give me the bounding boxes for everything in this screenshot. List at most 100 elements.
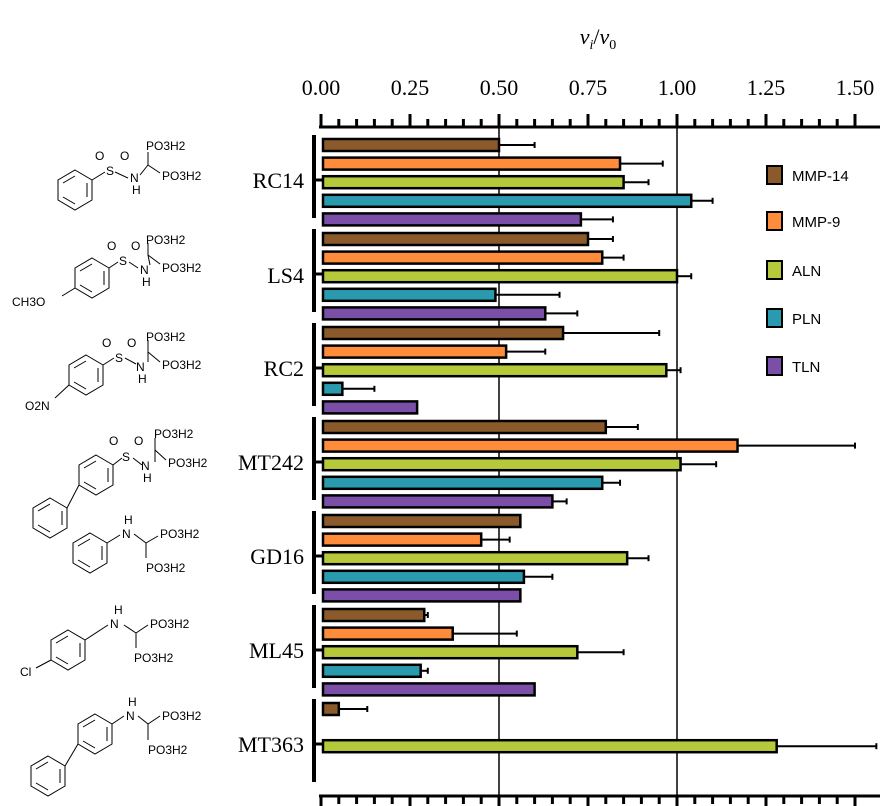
atom-label: CH3O — [12, 295, 45, 309]
category-label-rc14: RC14 — [253, 168, 304, 193]
category-label-rc2: RC2 — [264, 356, 304, 381]
bars — [321, 137, 878, 754]
category-label-ml45: ML45 — [249, 638, 304, 663]
legend-swatch-tln — [766, 356, 783, 376]
chemical-structures: O S O N H PO3H2 PO3H2 O S O N H PO3H2 PO… — [12, 139, 208, 797]
atom-label: O — [127, 336, 136, 350]
bar-tln — [321, 400, 419, 415]
atom-label: H — [138, 372, 147, 386]
x-axis-title-v2: v — [600, 24, 610, 49]
category-label-gd16: GD16 — [250, 544, 304, 569]
bar-mmp-14 — [321, 231, 590, 247]
structure-mt363: H N PO3H2 PO3H2 — [30, 695, 202, 797]
atom-label: PO3H2 — [146, 233, 186, 247]
atom-label: O — [102, 336, 111, 350]
bar-tln — [321, 306, 547, 321]
atom-label: H — [124, 513, 133, 527]
structure-rc14: O S O N H PO3H2 PO3H2 — [57, 139, 202, 211]
bar-pln — [321, 475, 604, 491]
atom-label: H — [128, 695, 137, 709]
atom-label: PO3H2 — [146, 561, 186, 575]
atom-label: PO3H2 — [146, 139, 186, 153]
atom-label: PO3H2 — [162, 169, 202, 183]
bar-mmp-9 — [321, 156, 622, 171]
x-tick-label: 0.50 — [480, 75, 519, 100]
atom-label: PO3H2 — [162, 709, 202, 723]
bar-mmp-14 — [321, 137, 501, 153]
bar-pln — [321, 287, 497, 303]
x-axis-title-sub-i: i — [589, 38, 593, 53]
legend-label-mmp14: MMP-14 — [792, 168, 849, 185]
category-labels: RC14 LS4 RC2 MT242 GD16 ML45 MT363 — [238, 135, 322, 782]
atom-label: N — [130, 171, 139, 185]
structure-ls4: O S O N H PO3H2 PO3H2 CH3O — [12, 233, 202, 309]
atom-label: PO3H2 — [160, 527, 200, 541]
bar-aln — [321, 362, 668, 378]
atom-label: PO3H2 — [162, 261, 202, 275]
structure-ml45: H N PO3H2 PO3H2 Cl — [20, 603, 190, 679]
bar-aln — [321, 550, 629, 566]
atom-label: PO3H2 — [134, 651, 174, 665]
bar-aln — [321, 456, 682, 472]
bar-aln — [321, 268, 679, 284]
bar-mmp-9 — [321, 438, 739, 453]
x-axis-title-v: v — [580, 24, 590, 49]
atom-label: PO3H2 — [168, 456, 208, 470]
legend-swatch-mmp9 — [766, 211, 783, 231]
structure-rc2: O S O N H PO3H2 PO3H2 O2N — [25, 330, 202, 413]
bar-pln — [321, 193, 693, 209]
x-tick-labels: 0.00 0.25 0.50 0.75 1.00 1.25 1.50 — [302, 75, 875, 100]
bar-mmp-14 — [321, 701, 341, 717]
atom-label: PO3H2 — [146, 330, 186, 344]
bar-aln — [321, 738, 778, 754]
bar-mmp-9 — [321, 344, 508, 359]
atom-label: PO3H2 — [150, 617, 190, 631]
bar-tln — [321, 682, 536, 697]
atom-label: N — [140, 263, 149, 277]
bar-mmp-9 — [321, 250, 604, 265]
category-label-mt363: MT363 — [238, 732, 304, 757]
atom-label: N — [110, 617, 119, 631]
atom-label: N — [141, 459, 150, 473]
atom-label: PO3H2 — [148, 743, 188, 757]
atom-label: O — [109, 434, 118, 448]
legend-label-mmp9: MMP-9 — [792, 214, 840, 231]
x-tick-label: 1.25 — [747, 75, 786, 100]
bar-tln — [321, 588, 522, 603]
category-label-mt242: MT242 — [238, 450, 304, 475]
x-tick-label: 0.00 — [302, 75, 341, 100]
bar-pln — [321, 569, 526, 585]
bar-mmp-9 — [321, 626, 454, 641]
structure-mt242: O S O N H PO3H2 PO3H2 — [32, 427, 208, 539]
atom-label: S — [119, 254, 127, 268]
atom-label: H — [114, 603, 123, 617]
x-tick-label: 1.00 — [658, 75, 697, 100]
legend-swatch-mmp14 — [766, 165, 783, 185]
structure-gd16: H N PO3H2 PO3H2 — [72, 513, 200, 575]
atom-label: O — [95, 149, 104, 163]
bar-tln — [321, 212, 583, 227]
atom-label: S — [122, 450, 130, 464]
atom-label: H — [143, 471, 152, 485]
legend-label-pln: PLN — [792, 311, 821, 328]
bar-mmp-14 — [321, 513, 522, 529]
bar-mmp-14 — [321, 419, 608, 435]
atom-label: S — [115, 351, 123, 365]
atom-label: N — [126, 709, 135, 723]
legend: MMP-14 MMP-9 ALN PLN TLN — [766, 165, 849, 376]
x-tick-label: 0.75 — [569, 75, 608, 100]
atom-label: O — [134, 434, 143, 448]
category-label-ls4: LS4 — [267, 263, 304, 288]
atom-label: PO3H2 — [154, 427, 194, 441]
legend-swatch-aln — [766, 260, 783, 280]
legend-swatch-pln — [766, 308, 783, 328]
x-axis-title-slash: / — [593, 24, 600, 49]
atom-label: O — [107, 239, 116, 253]
atom-label: H — [132, 183, 141, 197]
bar-mmp-9 — [321, 532, 483, 547]
atom-label: O — [131, 239, 140, 253]
x-axis-title-sub-0: 0 — [609, 38, 616, 53]
bar-pln — [321, 663, 422, 679]
x-tick-label: 1.50 — [836, 75, 875, 100]
bar-pln — [321, 381, 344, 397]
